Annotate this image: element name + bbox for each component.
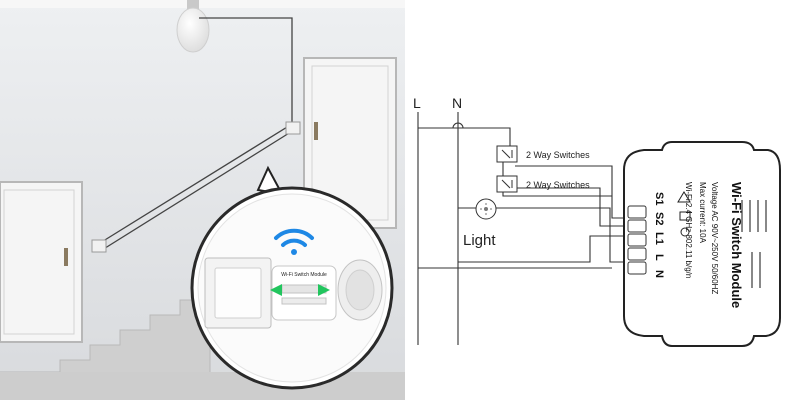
- pin-S1: S1: [653, 192, 665, 205]
- wifi-icon: [274, 228, 314, 255]
- switch-label-2: 2 Way Switches: [526, 180, 590, 190]
- two-way-switch-2: 2 Way Switches: [496, 175, 590, 193]
- certification-icons: [677, 191, 691, 237]
- terminal-labels: L N: [413, 95, 462, 111]
- switch-label-1: 2 Way Switches: [526, 150, 590, 160]
- wiring-diagram: [417, 112, 625, 345]
- switch-plate: [204, 257, 272, 329]
- wall-switch-upper: [285, 121, 301, 135]
- two-way-switch-1: 2 Way Switches: [496, 145, 590, 163]
- upper-door: [303, 57, 397, 229]
- pin-L: L: [653, 254, 665, 261]
- pin-S2: S2: [653, 212, 665, 225]
- module-title: Wi-Fi Switch Module: [729, 182, 744, 308]
- ceiling: [0, 0, 405, 8]
- junction-box: [337, 259, 383, 321]
- light-bulb-icon: [176, 0, 210, 53]
- light-symbol: Light: [463, 198, 497, 249]
- wifi-switch-module: Wi-Fi Switch Module Voltage AC 90V~250V …: [623, 141, 781, 347]
- indicator-arrows-icon: [270, 284, 330, 296]
- module-voltage: Voltage AC 90V~250V 50/60HZ: [710, 182, 719, 294]
- lower-door: [0, 181, 83, 343]
- pin-N: N: [653, 270, 665, 278]
- pin-L1: L1: [653, 232, 665, 245]
- module-max-current: Max current: 10A: [698, 182, 707, 244]
- floor: [0, 372, 405, 400]
- terminal-L: L: [413, 95, 421, 111]
- terminal-block: [627, 205, 647, 275]
- light-label: Light: [463, 232, 496, 249]
- terminal-N: N: [452, 95, 462, 111]
- installation-scene: Wi-Fi Switch Module: [0, 0, 405, 400]
- wall-switch-lower: [91, 239, 107, 253]
- wall-wiring: [99, 17, 295, 251]
- small-module-label: Wi-Fi Switch Module: [281, 272, 327, 278]
